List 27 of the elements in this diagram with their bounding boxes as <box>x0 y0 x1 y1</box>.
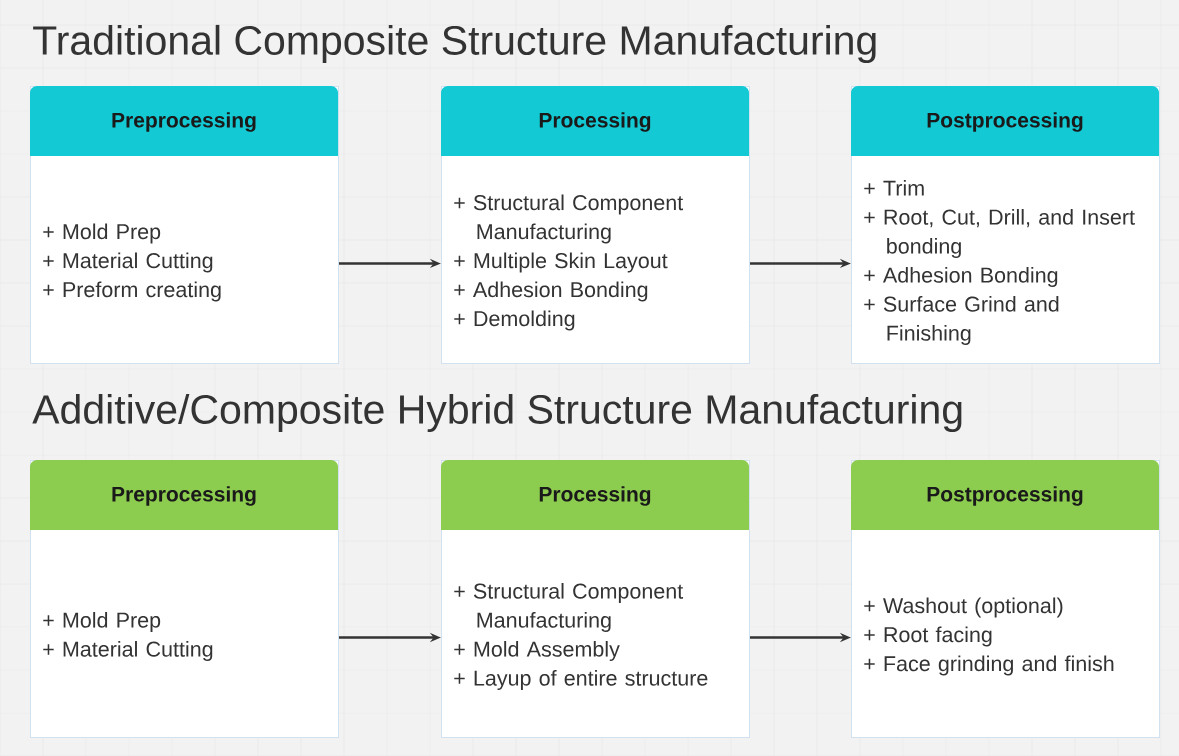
list-item: + Root, Cut, Drill, and Insert bonding <box>864 209 1135 258</box>
list-item: + Trim <box>864 180 924 196</box>
list-item: + Adhesion Bonding <box>864 267 1058 287</box>
list-item: + Material Cutting <box>43 252 213 273</box>
list-item: + Root facing <box>864 626 992 647</box>
list-item: + Demolding <box>454 310 575 331</box>
heading: Additive/Composite Hybrid Structure Manufacturing <box>32 393 962 433</box>
list-item: + Mold Prep <box>43 223 161 244</box>
list-item: + Material Cutting <box>43 641 213 662</box>
list-item: + Surface Grind and Finishing <box>864 296 1059 345</box>
list-item: + Adhesion Bonding <box>454 281 648 302</box>
list-item: + Structural Component Manufacturing <box>454 583 684 633</box>
list-item: + Structural Component Manufacturing <box>454 194 684 244</box>
process-card: Processing + Structural Component Manufacturing + Multiple Skin Layout + Adhesion Bonding + Demolding <box>441 86 750 364</box>
process-card: Postprocessing + Trim + Root, Cut, Drill, and Insert bonding + Adhesion Bonding + Surface Grind and Finishing <box>851 86 1160 364</box>
list-item: + Mold Prep <box>43 612 161 633</box>
list-item: + Preform creating <box>43 281 221 302</box>
list-item: + Face grinding and finish <box>864 655 1114 676</box>
process-card: Preprocessing + Mold Prep + Material Cutting + Preform creating <box>30 86 339 364</box>
list-item: + Layup of entire structure <box>454 670 708 691</box>
list-item: + Washout (optional) <box>864 597 1063 618</box>
list-item: + Mold Assembly <box>454 641 620 662</box>
process-card: Postprocessing + Washout (optional) + Root facing + Face grinding and finish <box>851 460 1160 738</box>
heading: Traditional Composite Structure Manufacturing <box>33 24 876 64</box>
process-card: Preprocessing + Mold Prep + Material Cutting <box>30 460 339 738</box>
list-item: + Multiple Skin Layout <box>454 252 668 273</box>
process-card: Processing + Structural Component Manufacturing + Mold Assembly + Layup of entire structure <box>441 460 750 738</box>
